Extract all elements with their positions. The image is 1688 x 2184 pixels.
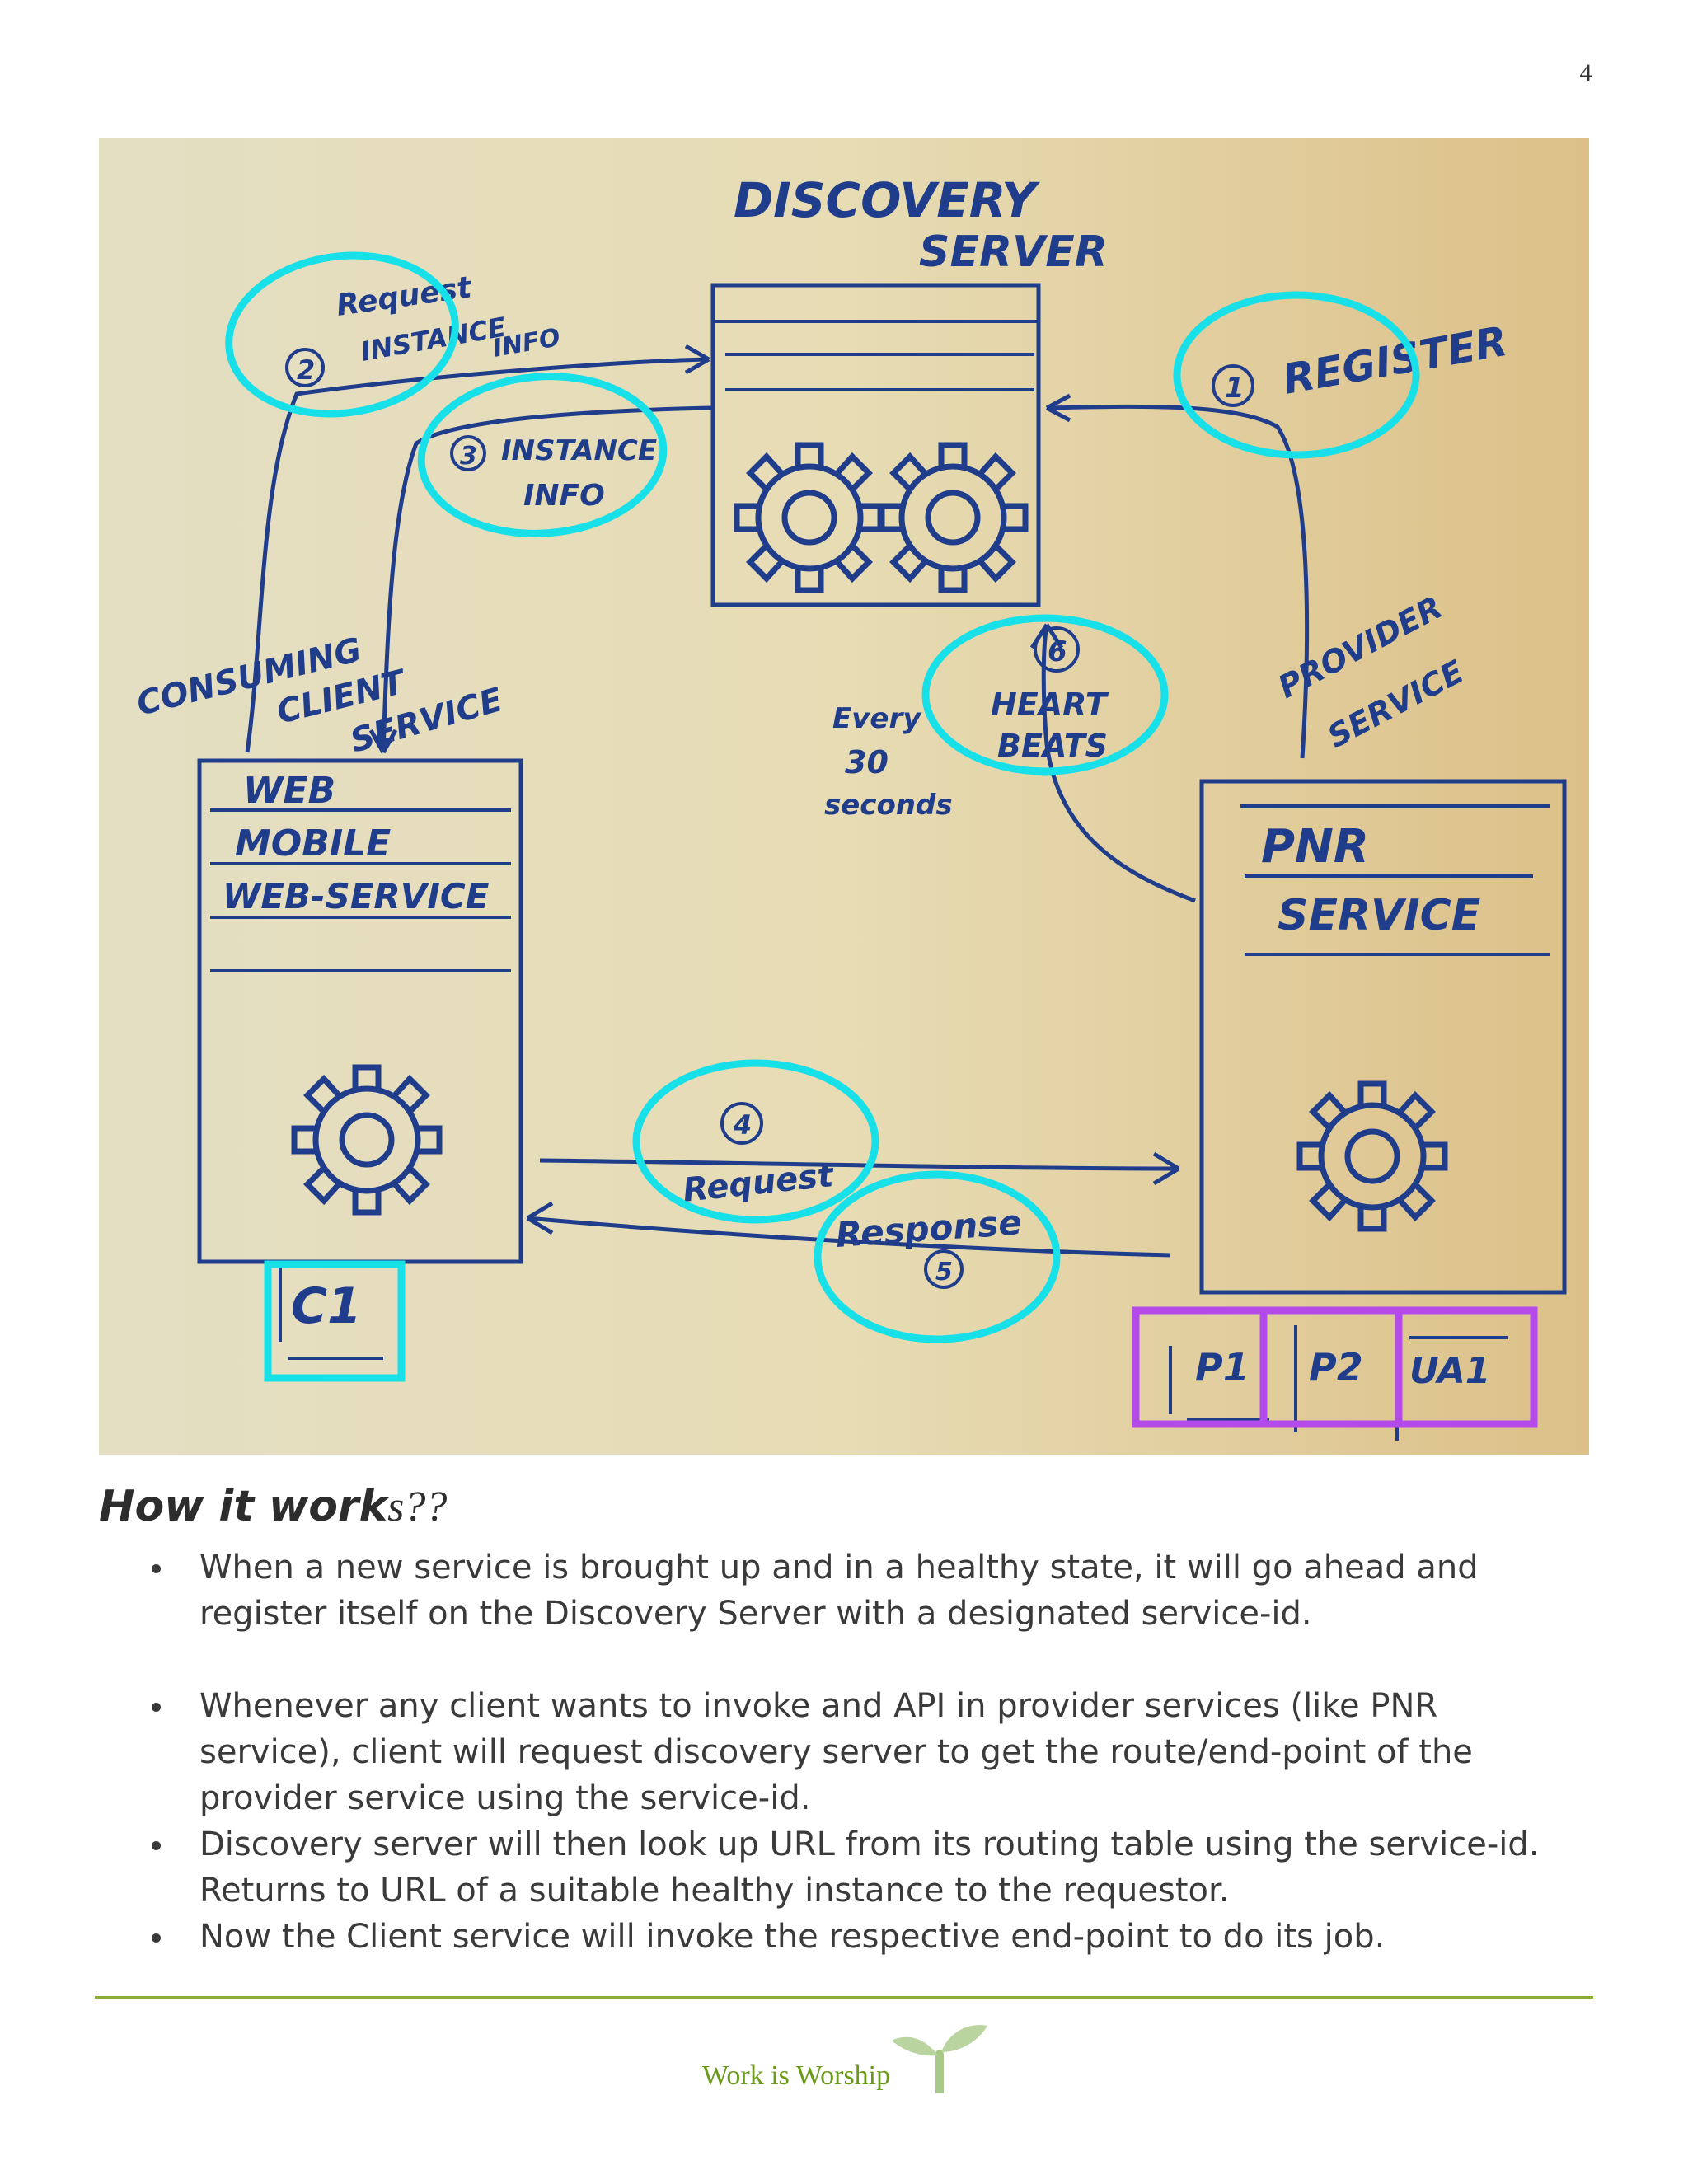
purple-highlights [1132, 1306, 1538, 1428]
pnr-label-1: PNR [1261, 820, 1369, 874]
heading-bold: How it work [99, 1482, 388, 1531]
step-3-marker [450, 435, 486, 471]
step-4-marker [720, 1102, 763, 1145]
list-item: Whenever any client wants to invoke and … [148, 1683, 1566, 1821]
paper-background [99, 138, 1589, 1455]
step-2-marker [285, 348, 325, 387]
response-arrow [527, 1216, 1171, 1258]
step-1-number: 1 [1225, 372, 1245, 405]
list-item: When a new service is brought up and in … [148, 1544, 1566, 1637]
discovery-server-title-2: SERVER [919, 227, 1108, 277]
highlight-heartbeats [921, 614, 1169, 776]
client-row-mobile: MOBILE [235, 823, 391, 865]
footer-motto: Work is Worship [702, 2060, 891, 2091]
step-6-number: 6 [1048, 635, 1067, 668]
how-it-works-list: When a new service is brought up and in … [148, 1544, 1566, 1960]
architecture-diagram-photo: DISCOVERY SERVER WEB MOBILE WEB-SERVICE … [99, 138, 1589, 1455]
discovery-server-title-1: DISCOVERY [734, 172, 1040, 228]
highlight-c1 [264, 1260, 406, 1382]
highlight-register [1173, 291, 1420, 459]
heading-tail: s?? [387, 1483, 448, 1530]
request-arrow [539, 1158, 1179, 1171]
heartbeat-arrow [1041, 624, 1196, 903]
highlight-request [632, 1059, 879, 1224]
client-row-web: WEB [243, 770, 335, 812]
section-heading: How it works?? [99, 1482, 447, 1531]
highlight-provider-instances [1132, 1306, 1538, 1428]
step-3-number: 3 [460, 442, 477, 471]
flow-arrows [245, 344, 1310, 1258]
every-label-1: Every [832, 702, 922, 735]
step-5-marker [924, 1249, 964, 1289]
step-4-number: 4 [733, 1109, 752, 1141]
provider-instance-p1: P1 [1195, 1345, 1250, 1390]
instance-info-arrow [381, 405, 714, 753]
highlight-response [814, 1170, 1061, 1343]
heartbeats-label-2: BEATS [997, 728, 1108, 764]
discovery-server-box [710, 283, 1041, 607]
step-6-marker [1034, 626, 1080, 673]
step-2-number: 2 [297, 354, 315, 386]
instance-info-label-1: INSTANCE [501, 434, 657, 467]
provider-instance-p2: P2 [1309, 1345, 1363, 1390]
heartbeats-label-1: HEART [991, 687, 1109, 723]
provider-instance-ua1: UA1 [1409, 1350, 1490, 1392]
list-item: Now the Client service will invoke the r… [148, 1914, 1566, 1960]
pnr-service-box [1199, 779, 1567, 1295]
footer-divider [95, 1996, 1593, 1999]
highlight-request-instance [225, 251, 459, 418]
every-label-2: 30 [845, 744, 889, 780]
pnr-label-2: SERVICE [1278, 891, 1480, 940]
step-1-marker [1212, 364, 1254, 407]
every-label-3: seconds [824, 789, 953, 822]
request-instance-arrow [245, 357, 710, 753]
step-5-number: 5 [935, 1258, 953, 1286]
client-row-web-service: WEB-SERVICE [223, 876, 490, 916]
page-number: 4 [1579, 59, 1592, 87]
list-item: Discovery server will then look up URL f… [148, 1821, 1566, 1914]
cyan-highlights [225, 251, 1420, 1382]
highlight-instance-info [417, 373, 668, 537]
sprout-icon [892, 2025, 987, 2093]
register-arrow [1046, 404, 1310, 759]
client-instance-c1: C1 [291, 1277, 362, 1335]
instance-info-label-2: INFO [523, 479, 605, 513]
